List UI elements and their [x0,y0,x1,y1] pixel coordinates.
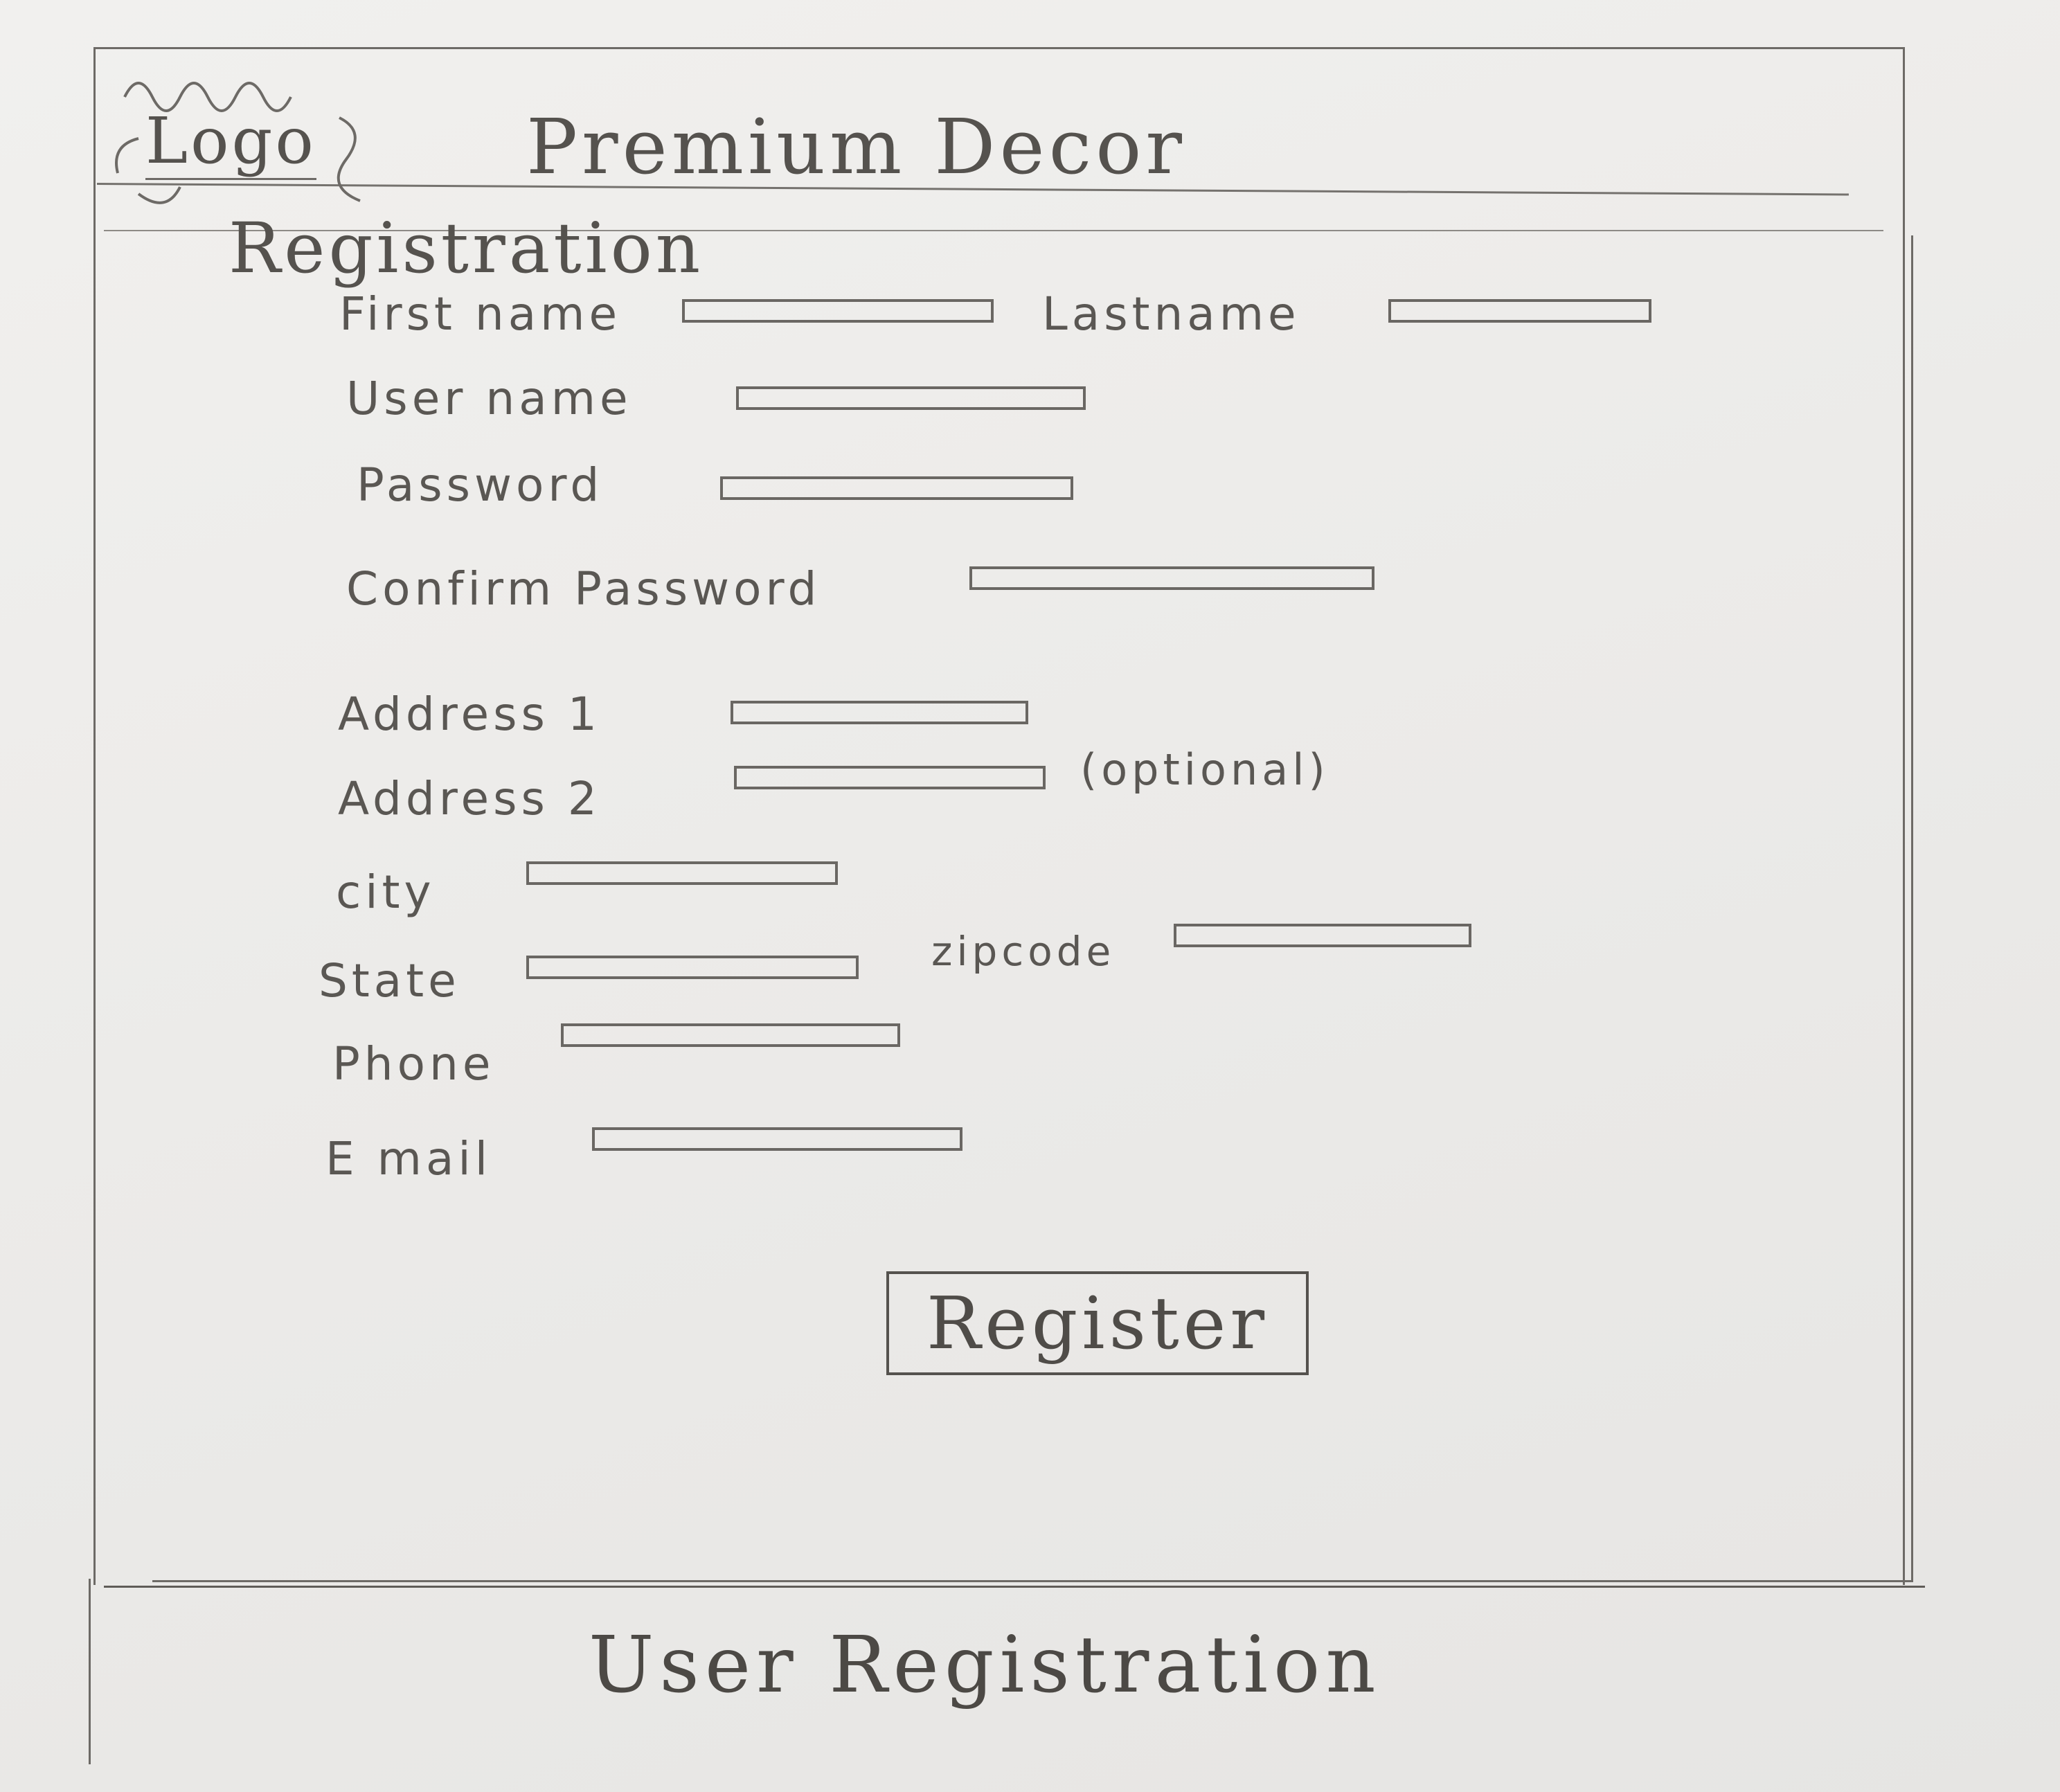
password-label: Password [357,458,604,512]
address1-field[interactable] [731,701,1028,724]
email-label: E mail [325,1132,492,1185]
first-name-field[interactable] [682,299,994,323]
last-name-field[interactable] [1388,299,1651,323]
content-area [152,235,1913,1582]
frame-left-extension [89,1579,91,1764]
username-label: User name [346,372,632,425]
first-name-label: First name [339,287,622,341]
footer-caption: User Registration [589,1620,1381,1710]
site-title: Premium Decor [526,102,1187,191]
address2-optional-note: (optional) [1080,744,1329,795]
email-field[interactable] [592,1127,962,1151]
header-divider-secondary [104,230,1883,231]
phone-field[interactable] [561,1023,900,1047]
confirm-password-field[interactable] [969,566,1374,590]
logo[interactable]: Logo [145,104,316,180]
username-field[interactable] [736,386,1086,410]
zipcode-label: zipcode [931,928,1116,975]
phone-label: Phone [332,1037,495,1091]
address2-field[interactable] [734,766,1046,789]
address1-label: Address 1 [338,688,601,741]
city-label: city [336,866,436,919]
register-button[interactable]: Register [886,1271,1309,1375]
page-title: Registration [229,208,704,289]
window-frame [93,47,1905,1585]
state-label: State [319,954,460,1007]
confirm-password-label: Confirm Password [346,562,821,616]
city-field[interactable] [526,861,838,885]
logo-scribble-icon [115,82,361,204]
state-field[interactable] [526,956,859,979]
address2-label: Address 2 [338,772,601,825]
password-field[interactable] [720,476,1073,500]
last-name-label: Lastname [1042,287,1300,341]
zipcode-field[interactable] [1174,924,1471,947]
footer-divider [104,1586,1925,1588]
